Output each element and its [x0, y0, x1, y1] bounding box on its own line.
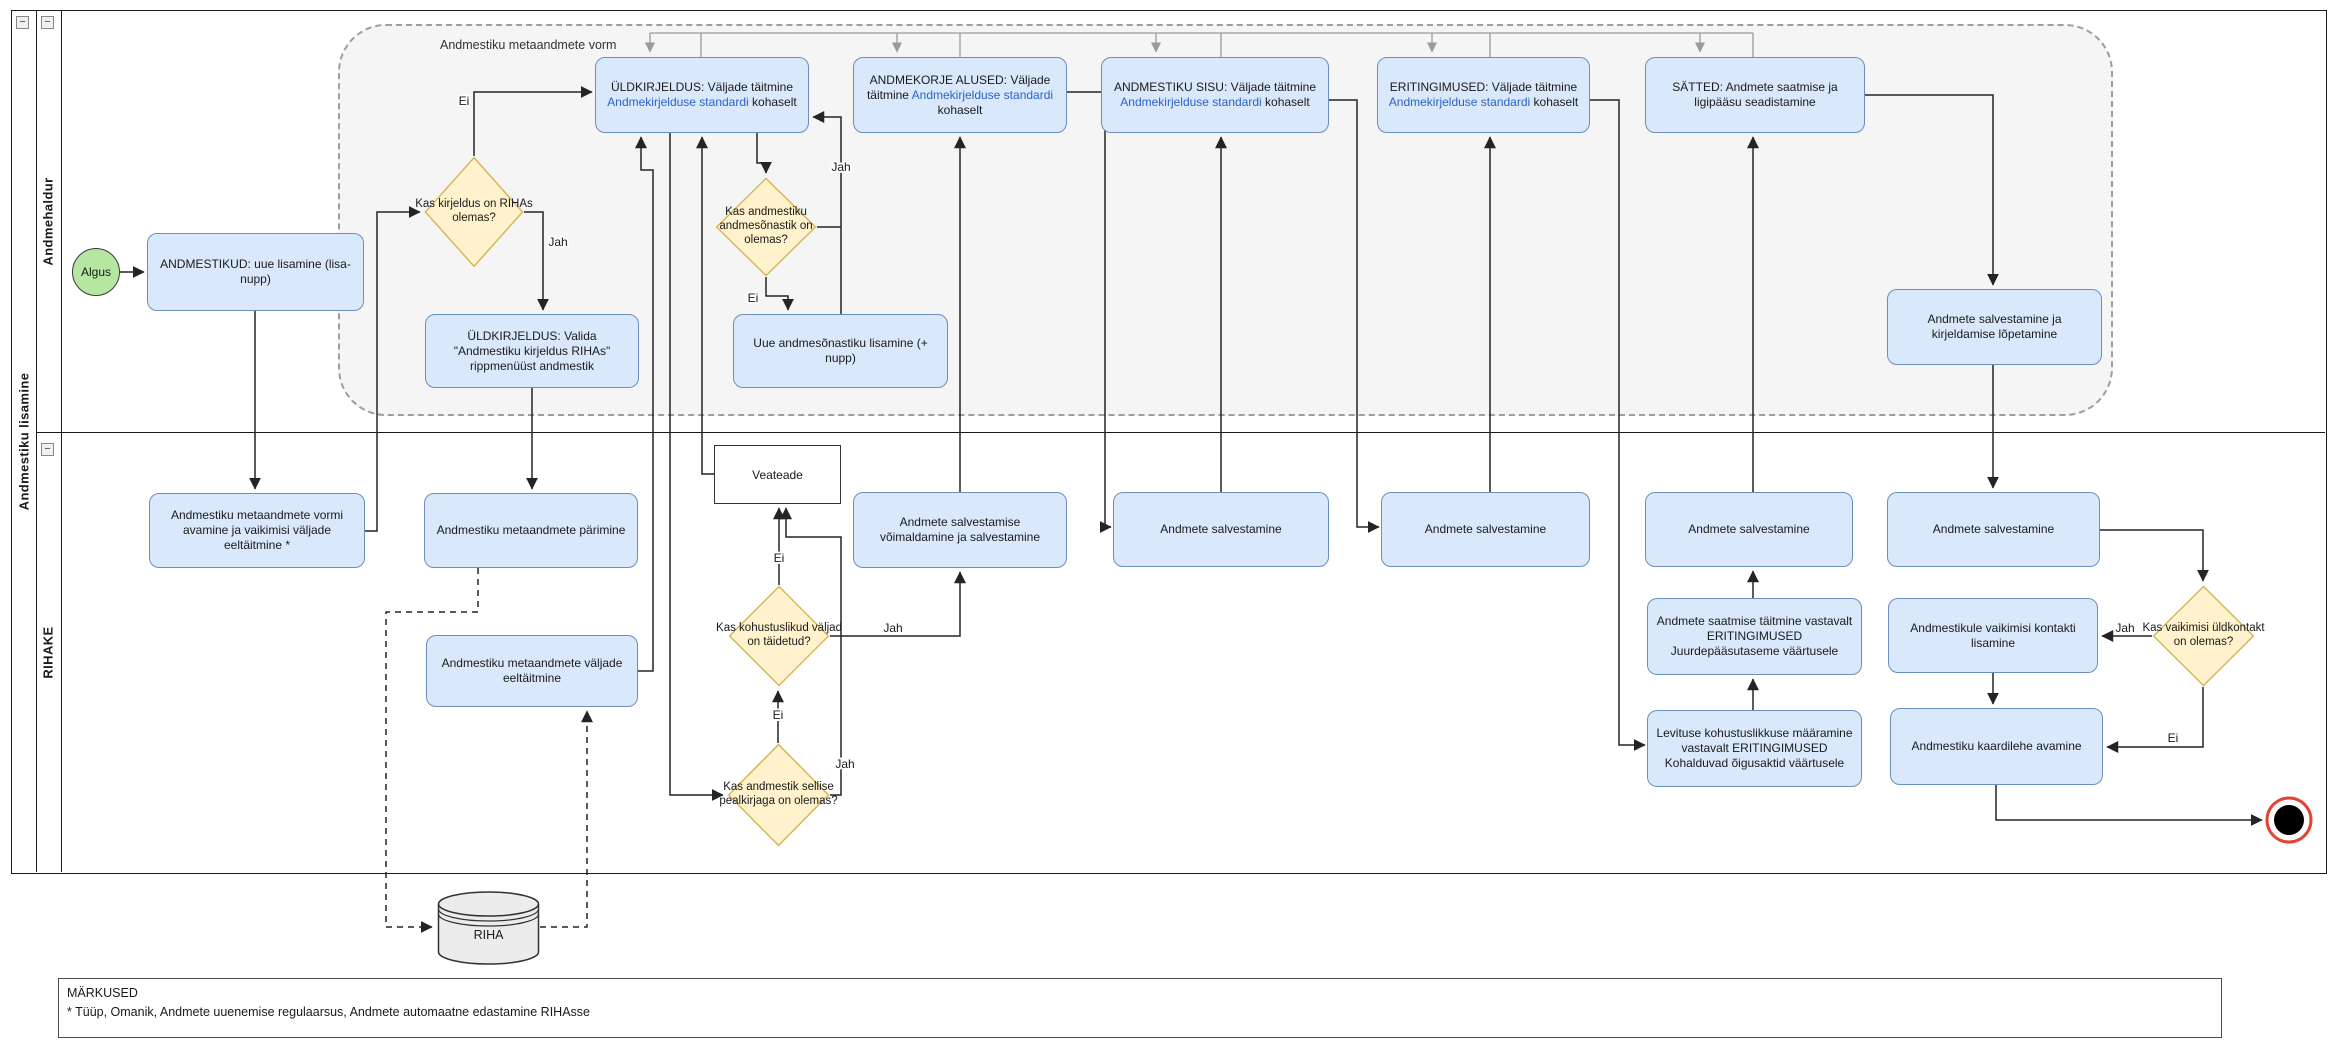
task-label: Andmete salvestamine ja kirjeldamise lõp…	[1927, 312, 2062, 341]
veateade-box[interactable]: Veateade	[714, 445, 841, 504]
andmekirjelduse-standard-link[interactable]: Andmekirjelduse standardi	[1388, 95, 1531, 109]
flow-edges	[120, 86, 2263, 933]
task-label: SÄTTED: Andmete saatmise ja ligipääsu se…	[1672, 80, 1838, 109]
edge-label: Ei	[748, 291, 759, 305]
pool-border	[11, 10, 2327, 874]
task-andmete-salvestamine-2[interactable]: Andmete salvestamine	[1381, 492, 1590, 567]
edge-label: Ei	[773, 708, 784, 722]
pool-title-divider	[36, 10, 37, 872]
edge-label: Ei	[459, 94, 470, 108]
edge-label: Jah	[835, 757, 854, 771]
task-uldkirjeldus-valida-rippmenuust[interactable]: ÜLDKIRJELDUS: Valida "Andmestiku kirjeld…	[425, 314, 639, 388]
task-label: Andmestikule vaikimisi kontakti lisamine	[1910, 620, 2076, 650]
datastore-riha[interactable]: RIHA	[437, 890, 540, 966]
decision-label: Kas andmestik sellise pealkirjaga on ole…	[719, 781, 838, 807]
task-metaandmete-parimine[interactable]: Andmestiku metaandmete pärimine	[424, 493, 638, 568]
end-event-icon	[2265, 796, 2313, 844]
edge-label: Jah	[548, 235, 567, 249]
task-label: Andmete saatmise täitmine vastavalt ERIT…	[1656, 614, 1853, 658]
task-andmete-salvestamine-1[interactable]: Andmete salvestamine	[1113, 492, 1329, 567]
decision-andmesonastik-olemas[interactable]: Kas andmestiku andmesõnastik on olemas?	[715, 177, 817, 277]
task-andmestikud-uue-lisamine[interactable]: ANDMESTIKUD: uue lisamine (lisa-nupp)	[147, 233, 364, 311]
task-label: Andmete salvestamine	[1688, 522, 1810, 536]
task-label: Veateade	[752, 467, 803, 482]
task-andmete-salvestamine-4[interactable]: Andmete salvestamine	[1887, 492, 2100, 567]
task-label: ERITINGIMUSED: Väljade täitmine Andmekir…	[1388, 80, 1579, 109]
database-icon	[437, 891, 540, 965]
task-levituse-kohustuslikkuse-maaramine[interactable]: Levituse kohustuslikkuse määramine vasta…	[1647, 710, 1862, 787]
task-uldkirjeldus-taitmine[interactable]: ÜLDKIRJELDUS: Väljade täitmine Andmekirj…	[595, 57, 809, 133]
start-event[interactable]: Algus	[72, 248, 120, 296]
decision-label: Kas vaikimisi üldkontakt on olemas?	[2142, 622, 2265, 648]
collapse-lane-andmehaldur-button[interactable]: −	[41, 16, 54, 29]
task-andmestiku-sisu[interactable]: ANDMESTIKU SISU: Väljade täitmine Andmek…	[1101, 57, 1329, 133]
note-box: MÄRKUSED * Tüüp, Omanik, Andmete uuenemi…	[58, 978, 2222, 1038]
task-label: ÜLDKIRJELDUS: Väljade täitmine Andmekirj…	[607, 80, 797, 109]
containment-edges	[644, 32, 1754, 57]
task-salvestamine-ja-lopetamine[interactable]: Andmete salvestamine ja kirjeldamise lõp…	[1887, 289, 2102, 365]
decision-label: Kas kohustuslikud väljad on täidetud?	[716, 622, 842, 648]
collapse-lane-rihake-button[interactable]: −	[41, 443, 54, 456]
edge-label: Jah	[831, 160, 850, 174]
decision-pealkiri-olemas[interactable]: Kas andmestik sellise pealkirjaga on ole…	[719, 743, 838, 847]
task-label: Andmete salvestamine	[1424, 522, 1547, 536]
task-label: Andmestiku metaandmete väljade eeltäitmi…	[441, 656, 623, 685]
edge-label: Jah	[2115, 621, 2134, 635]
diamond-shape	[424, 156, 524, 268]
task-andmete-salvestamine-3[interactable]: Andmete salvestamine	[1645, 492, 1853, 567]
diamond-shape	[728, 585, 830, 687]
task-label: ANDMESTIKUD: uue lisamine (lisa-nupp)	[160, 257, 351, 286]
end-event[interactable]	[2264, 795, 2314, 845]
collapse-pool-button[interactable]: −	[16, 16, 29, 29]
task-vormi-avamine-eeltaitmine[interactable]: Andmestiku metaandmete vormi avamine ja …	[149, 493, 365, 568]
task-label: Levituse kohustuslikkuse määramine vasta…	[1656, 726, 1853, 770]
decision-uldkontakt-olemas[interactable]: Kas vaikimisi üldkontakt on olemas?	[2142, 585, 2265, 687]
decision-label: Kas kirjeldus on RIHAs olemas?	[415, 198, 533, 224]
datastore-label: RIHA	[473, 928, 504, 942]
task-vaikimisi-kontakti-lisamine[interactable]: Andmestikule vaikimisi kontakti lisamine	[1888, 598, 2098, 673]
decision-kirjeldus-rihas[interactable]: Kas kirjeldus on RIHAs olemas?	[415, 156, 533, 268]
diamond-shape	[727, 743, 830, 847]
task-label: ANDMEKORJE ALUSED: Väljade täitmine Andm…	[866, 72, 1054, 117]
andmekirjelduse-standard-link[interactable]: Andmekirjelduse standardi	[1120, 95, 1262, 109]
task-salvestamise-voimaldamine[interactable]: Andmete salvestamise võimaldamine ja sal…	[853, 492, 1067, 568]
task-label: Andmestiku metaandmete pärimine	[436, 523, 626, 537]
start-event-label: Algus	[80, 265, 112, 279]
decision-kohustuslikud-valjad[interactable]: Kas kohustuslikud väljad on täidetud?	[716, 585, 842, 687]
group-label: Andmestiku metaandmete vorm	[440, 38, 617, 52]
task-andmete-saatmise-taitmine[interactable]: Andmete saatmise täitmine vastavalt ERIT…	[1647, 598, 1862, 675]
task-uue-andmesonastiku-lisamine[interactable]: Uue andmesõnastiku lisamine (+ nupp)	[733, 314, 948, 388]
andmekirjelduse-standard-link[interactable]: Andmekirjelduse standardi	[911, 87, 1054, 102]
diamond-shape	[715, 177, 817, 277]
edge-label: Ei	[774, 551, 785, 565]
note-body: * Tüüp, Omanik, Andmete uuenemise regula…	[67, 1004, 590, 1019]
task-metaandmete-valjade-eeltaitmine[interactable]: Andmestiku metaandmete väljade eeltäitmi…	[426, 635, 638, 707]
andmekirjelduse-standard-link[interactable]: Andmekirjelduse standardi	[607, 95, 749, 109]
decision-label: Kas andmestiku andmesõnastik on olemas?	[719, 206, 813, 246]
task-label: Andmete salvestamine	[1932, 522, 2055, 536]
task-kaardilehe-avamine[interactable]: Andmestiku kaardilehe avamine	[1890, 708, 2103, 785]
edge-label: Jah	[883, 621, 902, 635]
edge-label: Ei	[2168, 731, 2179, 745]
diamond-shape	[2152, 585, 2255, 687]
lane-divider	[36, 432, 2325, 433]
edge-labels: Ei Jah Jah Ei Ei Jah Ei Jah Jah Ei	[457, 92, 2181, 773]
task-label: Andmete salvestamine	[1160, 522, 1282, 536]
task-satted[interactable]: SÄTTED: Andmete saatmise ja ligipääsu se…	[1645, 57, 1865, 133]
task-label: Andmete salvestamise võimaldamine ja sal…	[879, 515, 1041, 544]
note-title: MÄRKUSED	[67, 986, 138, 1000]
task-label: ÜLDKIRJELDUS: Valida "Andmestiku kirjeld…	[453, 328, 611, 373]
task-label: Andmestiku kaardilehe avamine	[1911, 739, 2082, 753]
task-label: ANDMESTIKU SISU: Väljade täitmine Andmek…	[1113, 80, 1317, 109]
task-label: Andmestiku metaandmete vormi avamine ja …	[170, 508, 344, 552]
task-label: Uue andmesõnastiku lisamine (+ nupp)	[753, 336, 928, 365]
task-eritingimused[interactable]: ERITINGIMUSED: Väljade täitmine Andmekir…	[1377, 57, 1590, 133]
lane-label-divider	[61, 10, 62, 872]
task-andmekorje-alused[interactable]: ANDMEKORJE ALUSED: Väljade täitmine Andm…	[853, 57, 1067, 133]
